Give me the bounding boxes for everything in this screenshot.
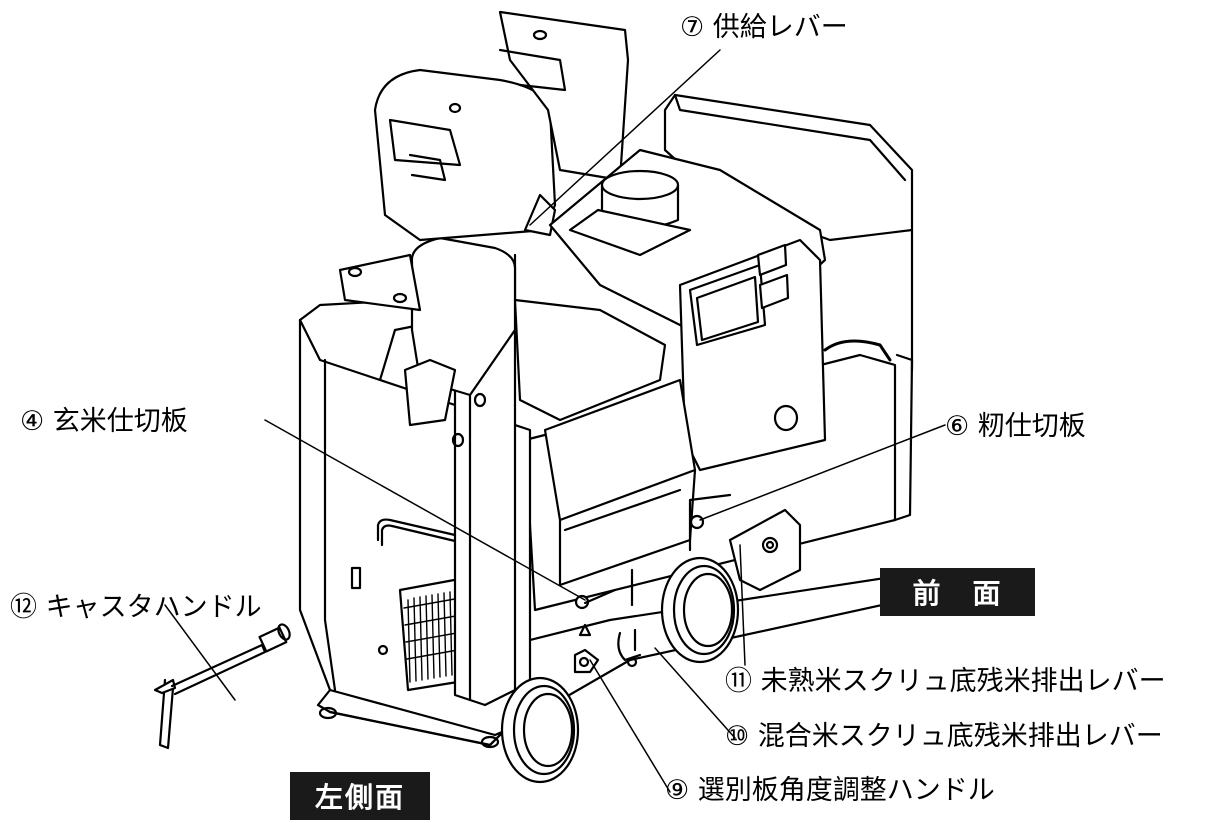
front-side-box bbox=[728, 508, 802, 592]
levers bbox=[573, 514, 705, 674]
label-brown-rice-partition: ④ 玄米仕切板 bbox=[20, 406, 188, 437]
label-supply-lever: ⑦ 供給レバー bbox=[680, 12, 848, 43]
top-husker-unit bbox=[338, 10, 630, 312]
elevator-column bbox=[403, 236, 517, 707]
leader-lines bbox=[164, 49, 946, 793]
middle-panels bbox=[513, 298, 697, 587]
label-paddy-partition: ⑥ 籾仕切板 bbox=[945, 411, 1086, 442]
label-caster-handle: ⑫ キャスタハンドル bbox=[10, 592, 262, 623]
label-mixed-rice-lever: ⑩ 混合米スクリュ底残米排出レバー bbox=[725, 721, 1163, 752]
caster-handle-part bbox=[153, 623, 291, 750]
hopper-tray bbox=[663, 93, 914, 372]
label-immature-rice-lever: ⑪ 未熟米スクリュ底残米排出レバー bbox=[725, 666, 1166, 697]
control-housing bbox=[548, 148, 892, 472]
label-sorting-plate-handle: ⑨ 選別板角度調整ハンドル bbox=[665, 775, 995, 806]
right-port bbox=[660, 493, 740, 664]
left-port bbox=[500, 676, 580, 784]
badge-left-side: 左側面 bbox=[290, 772, 430, 820]
badge-front: 前 面 bbox=[880, 568, 1035, 616]
